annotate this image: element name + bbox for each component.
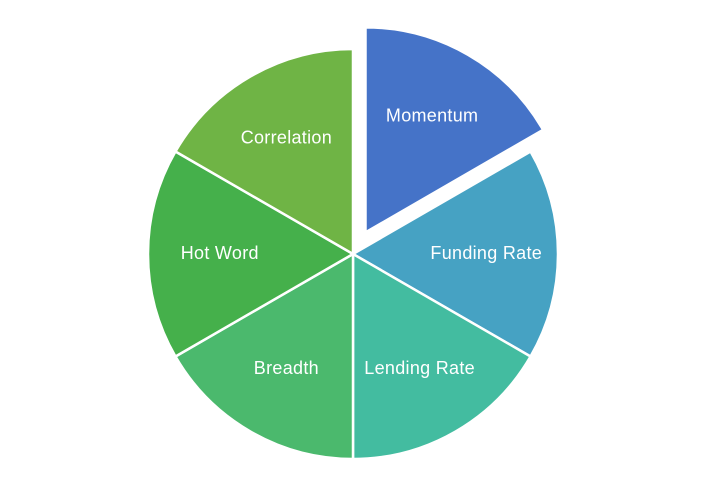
slice-label-breadth: Breadth xyxy=(254,358,319,378)
slice-label-funding-rate: Funding Rate xyxy=(430,243,542,263)
pie-slice-funding-rate xyxy=(351,150,560,358)
slice-label-momentum: Momentum xyxy=(386,106,478,126)
slice-label-hot-word: Hot Word xyxy=(181,243,259,263)
pie-slice-lending-rate xyxy=(351,252,532,461)
pie-slice-hot-word xyxy=(146,150,355,358)
pie-slice-correlation xyxy=(174,47,355,256)
pie-slice-breadth xyxy=(174,252,355,461)
pie-slice-momentum xyxy=(364,26,545,234)
slice-label-correlation: Correlation xyxy=(241,127,332,147)
slice-label-lending-rate: Lending Rate xyxy=(364,358,475,378)
